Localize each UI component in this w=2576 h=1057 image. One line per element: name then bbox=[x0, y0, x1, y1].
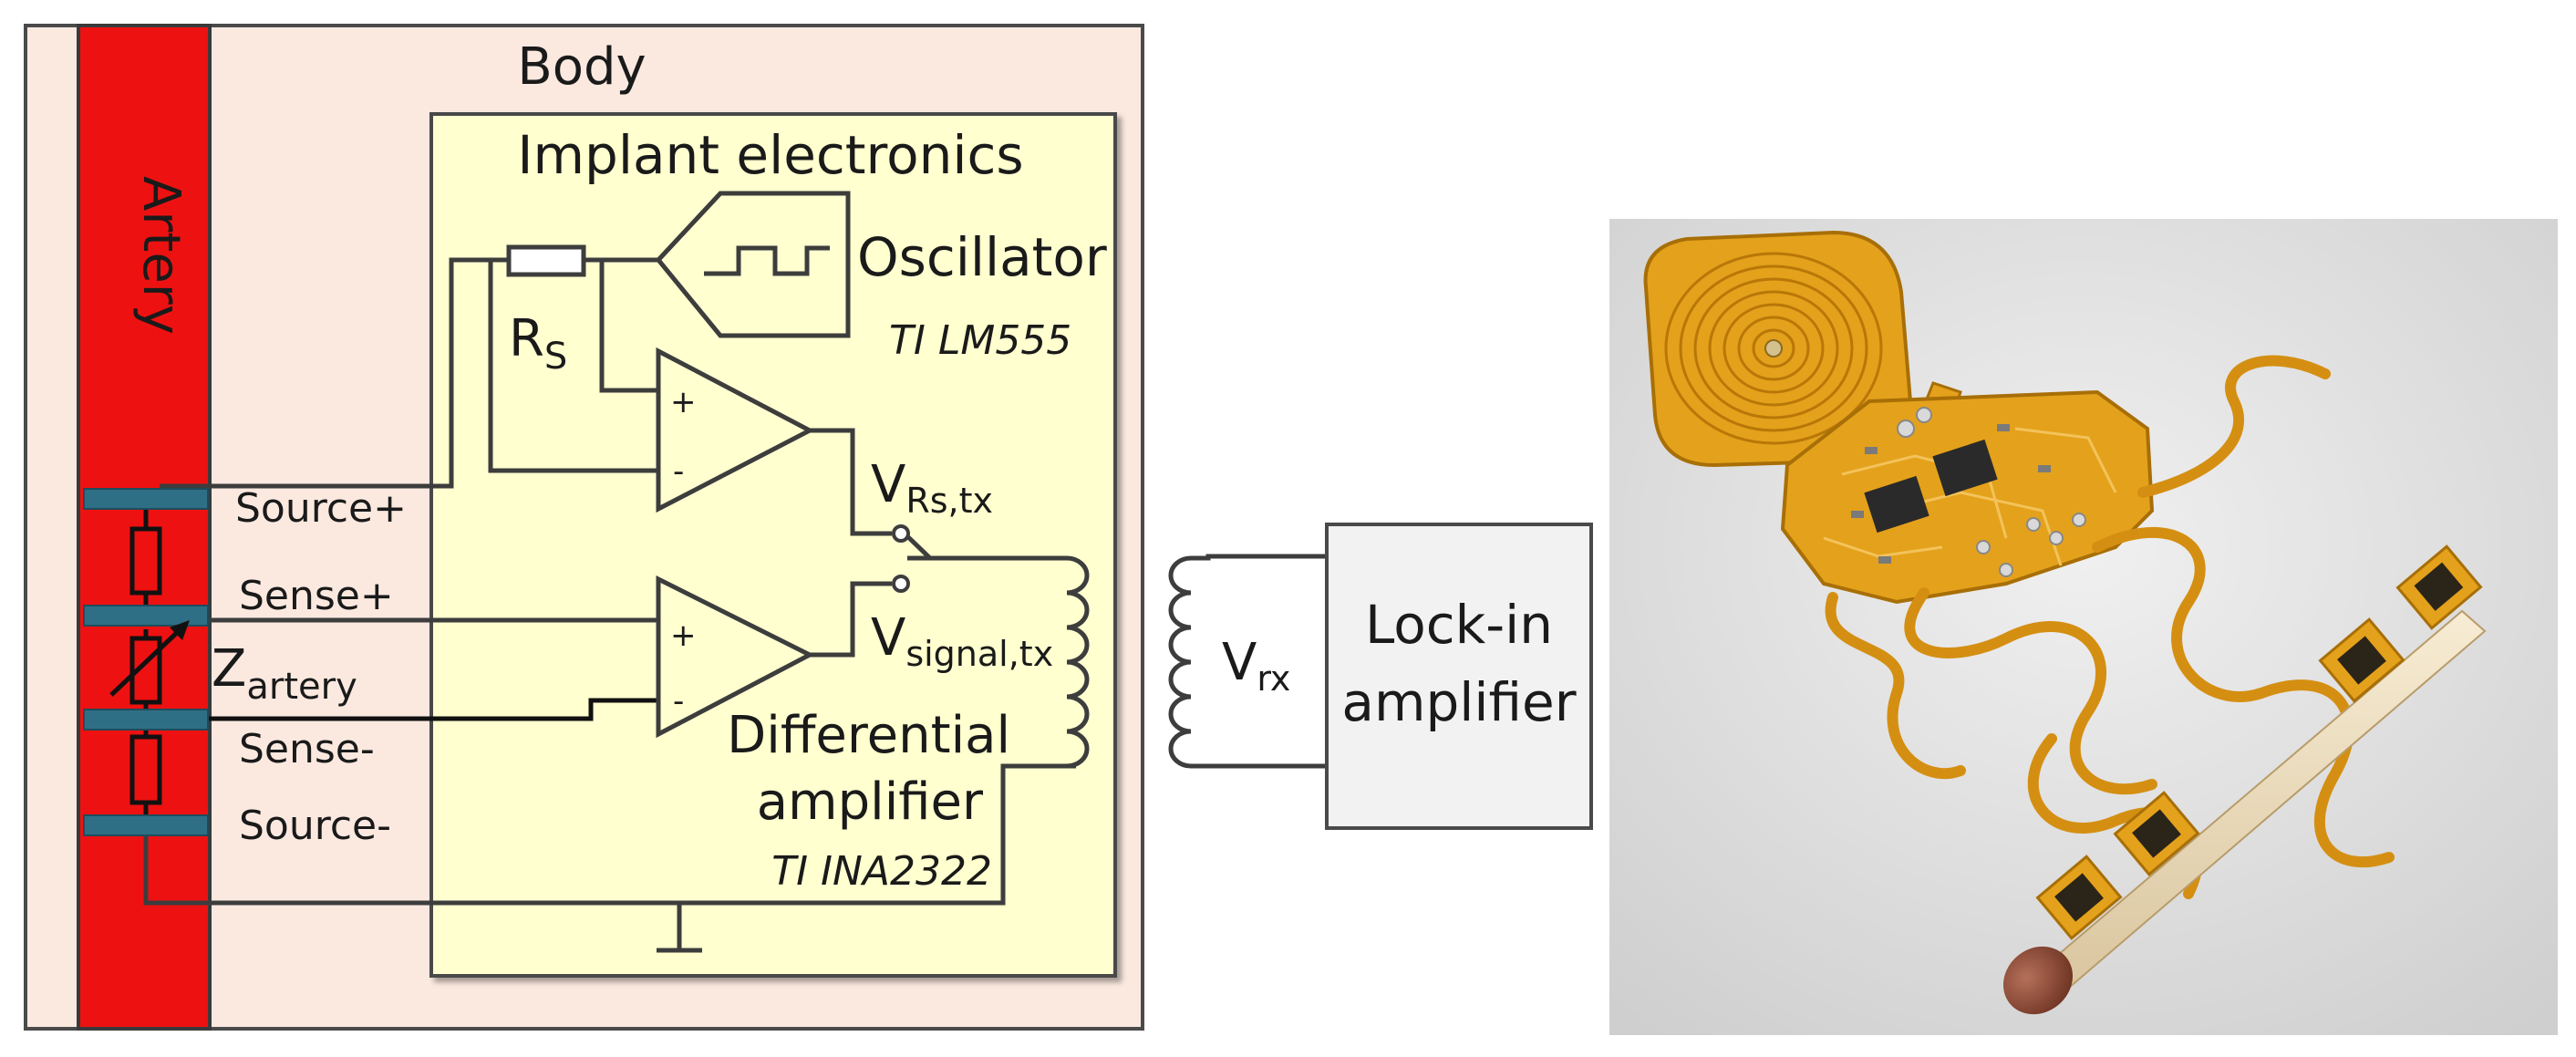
electrode-source-minus bbox=[83, 814, 209, 836]
rs-label: RS bbox=[509, 309, 567, 378]
vrx-label: Vrx bbox=[1222, 633, 1290, 699]
differential-amplifier-label-1: Differential bbox=[727, 706, 1010, 765]
flex-circuit-board bbox=[1780, 389, 2155, 605]
receive-coil bbox=[1168, 555, 1192, 769]
tissue-resistor-top bbox=[129, 526, 162, 596]
flex-coil-pad bbox=[1643, 230, 1913, 468]
lock-in-label-2: amplifier bbox=[1341, 671, 1576, 733]
sense-resistor-amplifier bbox=[656, 347, 815, 513]
source-minus-label: Source- bbox=[239, 803, 391, 849]
electrode-source-plus bbox=[83, 488, 209, 510]
opamp2-plus: + bbox=[670, 617, 697, 654]
electrodes bbox=[83, 488, 209, 836]
matchstick bbox=[2002, 609, 2487, 1015]
circuit-wires bbox=[143, 257, 1076, 953]
differential-amplifier-part-label: TI INA2322 bbox=[771, 848, 992, 895]
rs-resistor bbox=[506, 244, 586, 277]
square-wave-icon bbox=[704, 245, 830, 276]
artery-impedance-resistor bbox=[129, 636, 162, 705]
oscillator-symbol bbox=[655, 191, 851, 338]
sense-plus-label: Sense+ bbox=[239, 573, 394, 619]
opamp1-plus: + bbox=[670, 384, 697, 420]
switch-terminal-bottom bbox=[892, 575, 910, 593]
switch-arm bbox=[905, 534, 932, 560]
z-artery-label: Zartery bbox=[212, 639, 357, 708]
transmit-coil bbox=[1066, 555, 1090, 769]
tissue-resistor-bottom bbox=[129, 734, 162, 805]
oscillator-part-label: TI LM555 bbox=[889, 317, 1071, 364]
electrode-sense-plus bbox=[83, 605, 209, 627]
sense-minus-label: Sense- bbox=[239, 726, 375, 772]
vrs-tx-label: VRs,tx bbox=[871, 455, 993, 521]
ic-chip-1 bbox=[1864, 475, 1929, 534]
variable-arrow-icon bbox=[109, 620, 190, 697]
oscillator-label: Oscillator bbox=[857, 226, 1107, 288]
ic-chip-2 bbox=[1932, 439, 1998, 497]
electrode-sense-minus bbox=[83, 709, 209, 731]
opamp1-minus: - bbox=[673, 453, 684, 490]
implant-label: Implant electronics bbox=[517, 124, 1023, 186]
lock-in-amplifier-box bbox=[1325, 523, 1593, 830]
switch-terminal-top bbox=[892, 524, 910, 543]
artery-label: Artery bbox=[131, 176, 191, 335]
differential-amplifier-label-2: amplifier bbox=[757, 772, 984, 832]
source-plus-label: Source+ bbox=[235, 485, 407, 532]
differential-amplifier-symbol bbox=[656, 575, 815, 739]
rx-wire-top bbox=[1191, 554, 1327, 561]
device-photo bbox=[1609, 219, 2558, 1035]
vsignal-tx-label: Vsignal,tx bbox=[871, 608, 1053, 674]
opamp2-minus: - bbox=[673, 683, 684, 720]
electrode-pads bbox=[2035, 544, 2483, 940]
lock-in-label-1: Lock-in bbox=[1365, 594, 1553, 656]
body-label: Body bbox=[517, 37, 646, 97]
